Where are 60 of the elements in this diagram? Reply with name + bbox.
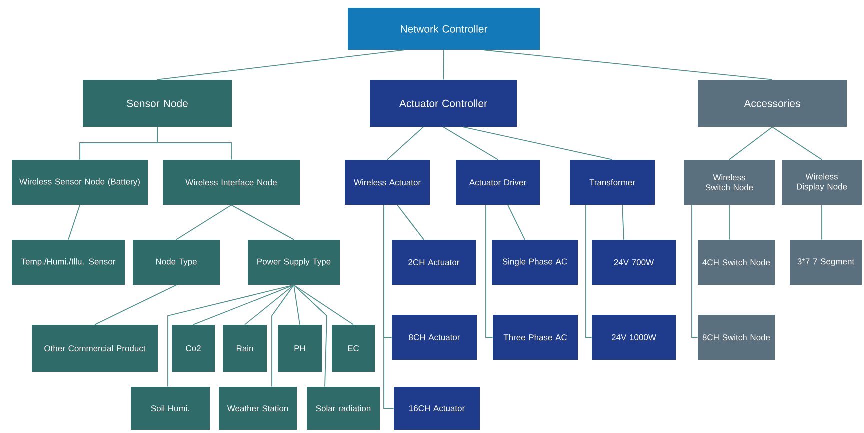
connector-line	[463, 126, 613, 160]
actuator-box: 2CH Actuator	[392, 240, 476, 285]
sensor-box: Node Type	[133, 240, 220, 285]
connector-line	[443, 126, 498, 160]
accessory-box: Wireless Switch Node	[684, 160, 775, 205]
actuator-box: 16CH Actuator	[394, 387, 480, 430]
accessory-box: 8CH Switch Node	[698, 315, 775, 360]
connector-line	[176, 204, 232, 240]
sensor-box: PH	[278, 325, 322, 372]
accessory-box: Wireless Display Node	[782, 160, 862, 205]
connector-line	[231, 204, 294, 240]
connector-line	[294, 284, 354, 326]
sensor-box: Weather Station	[219, 387, 297, 430]
sensor-box: Soil Humi.	[131, 387, 210, 430]
connector-line	[157, 50, 404, 80]
connector-line	[244, 284, 294, 326]
connector-line	[772, 126, 822, 160]
connector-line	[622, 204, 624, 240]
actuator-box: Transformer	[570, 160, 655, 205]
connector-line	[484, 50, 773, 80]
connector-line	[168, 284, 294, 388]
accessory-box: 4CH Switch Node	[698, 240, 775, 285]
actuator-box: Single Phase AC	[492, 240, 578, 285]
actuator-box: Three Phase AC	[493, 315, 578, 360]
connector-line	[294, 284, 328, 388]
connector-line	[387, 126, 424, 160]
connector-line	[193, 284, 294, 326]
connector-line	[397, 204, 424, 240]
connector-line	[692, 204, 698, 338]
root-box: Network Controller	[348, 8, 540, 50]
connector-line	[94, 284, 177, 326]
actuator-box: 24V 1000W	[592, 315, 676, 360]
connector-line	[68, 204, 80, 240]
sensor-box: Other Commercial Product	[32, 325, 158, 372]
connector-line	[443, 50, 444, 80]
connector-line	[729, 126, 773, 160]
actuator-box: Wireless Actuator	[345, 160, 430, 205]
connector-line	[586, 204, 592, 338]
actuator-box: 8CH Actuator	[392, 315, 477, 360]
accessory-box: 3*7 7 Segment	[790, 240, 862, 285]
sensor-box: Sensor Node	[83, 80, 232, 127]
connector-line	[384, 204, 394, 409]
connector-line	[729, 204, 730, 240]
connector-line	[294, 284, 300, 326]
sensor-box: EC	[332, 325, 375, 372]
connector-line	[157, 126, 232, 160]
sensor-box: Rain	[223, 325, 267, 372]
connector-line	[272, 284, 294, 388]
connector-line	[486, 204, 494, 338]
sensor-box: Wireless Sensor Node (Battery)	[12, 160, 148, 205]
sensor-box: Co2	[172, 325, 215, 372]
connector-line	[508, 204, 526, 240]
actuator-box: 24V 700W	[592, 240, 676, 285]
sensor-box: Wireless Interface Node	[163, 160, 300, 205]
sensor-box: Power Supply Type	[248, 240, 340, 285]
sensor-box: Solar radiation	[307, 387, 380, 430]
actuator-box: Actuator Driver	[456, 160, 540, 205]
sensor-box: Temp./Humi./Illu. Sensor	[12, 240, 126, 285]
accessory-box: Accessories	[698, 80, 847, 127]
actuator-box: Actuator Controller	[370, 80, 517, 127]
